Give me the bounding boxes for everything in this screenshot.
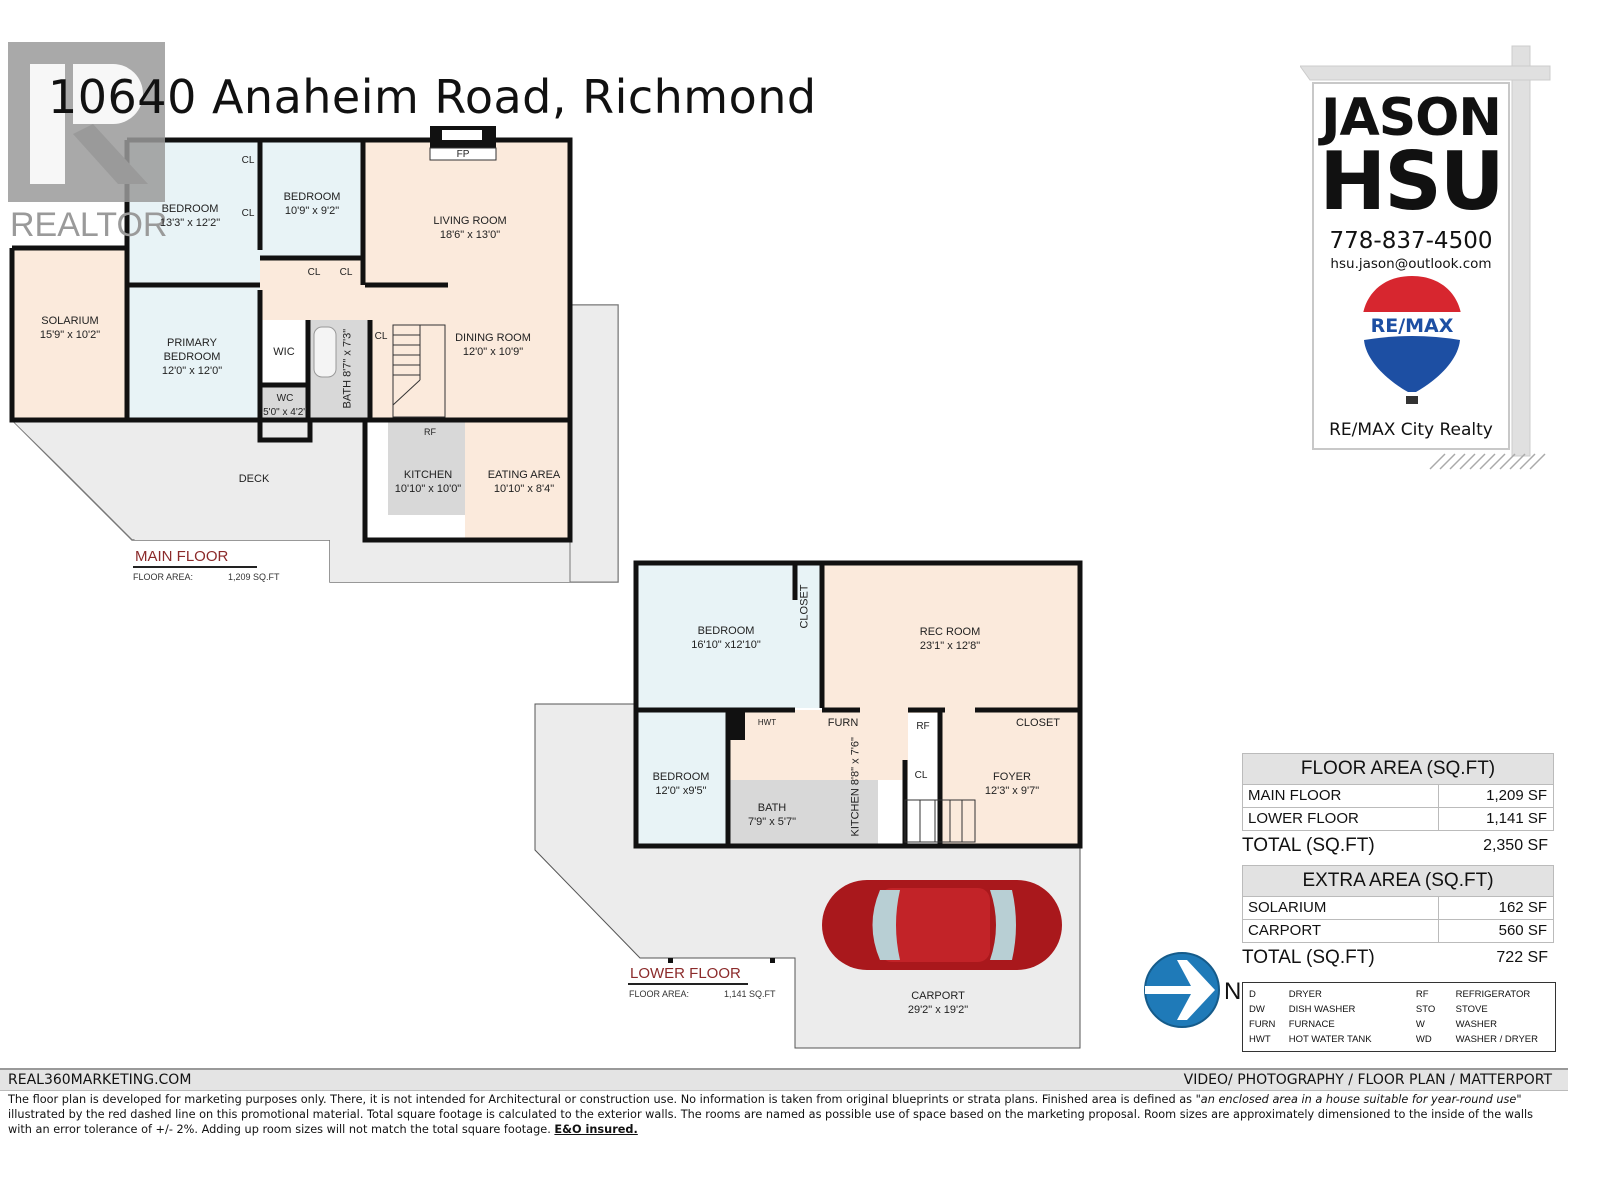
signpost-frame [1300,45,1551,470]
page-title: 10640 Anaheim Road, Richmond [48,70,817,124]
fireplace-label: FP [456,149,470,160]
floor-area-table-header: FLOOR AREA (SQ.FT) [1242,753,1554,785]
agent-brokerage: RE/MAX City Realty [1329,420,1493,440]
walk-in-closet-label: WIC [273,346,295,358]
agent-phone: 778-837-4500 [1329,228,1493,254]
agent-email: hsu.jason@outlook.com [1330,256,1492,272]
agent-last-name: HSU [1319,135,1505,228]
footer-website-link[interactable]: REAL360MARKETING.COM [8,1072,192,1088]
room-lower-kitchen: KITCHEN 8'8" x 7'6" [849,737,862,837]
furnace-label: FURN [827,717,859,729]
lower-floor-underline [628,983,748,985]
closet-label: CL [374,331,388,342]
closet-label: CL [339,267,353,278]
main-floor-underline [133,566,257,568]
main-floor-title: MAIN FLOOR [135,548,229,565]
disclaimer-text: The floor plan is developed for marketin… [8,1093,1534,1136]
lower-floor-title: LOWER FLOOR [630,965,741,982]
closet-label: CL [241,155,255,166]
refrigerator-label: RF [916,721,930,732]
agent-first-name: JASON [1321,88,1502,148]
footer-services: VIDEO/ PHOTOGRAPHY / FLOOR PLAN / MATTER… [1183,1072,1552,1088]
refrigerator-label: RF [424,427,436,437]
closet-label: CL [914,770,928,781]
room-bath: BATH 8'7" x 7'3" [341,328,354,409]
closet-label: CL [307,267,321,278]
closet-label: CL [241,208,255,219]
room-deck: DECK [238,473,270,485]
svg-text:RE/MAX: RE/MAX [1371,315,1454,337]
agent-sign: JASON HSU 778-837-4500 hsu.jason@outlook… [1312,82,1510,450]
closet-label: CLOSET [798,584,811,629]
main-floor-area: FLOOR AREA:1,209 SQ.FT [133,572,280,582]
car-illustration [822,880,1062,970]
closet-label: CLOSET [1015,717,1060,729]
remax-balloon-icon: RE/MAX [1362,276,1462,404]
hot-water-tank-label: HWT [757,718,777,727]
extra-area-table-header: EXTRA AREA (SQ.FT) [1242,865,1554,897]
north-arrow-icon [1144,952,1220,1028]
extra-area-total: TOTAL (SQ.FT)722 SF [1242,947,1548,968]
compass-label: N [1224,978,1242,1005]
floor-area-total: TOTAL (SQ.FT)2,350 SF [1242,835,1548,856]
lower-floor-area: FLOOR AREA:1,141 SQ.FT [629,989,776,999]
floor-plan-drawing [9,126,1083,1049]
footer-bar: REAL360MARKETING.COM VIDEO/ PHOTOGRAPHY … [0,1068,1568,1091]
